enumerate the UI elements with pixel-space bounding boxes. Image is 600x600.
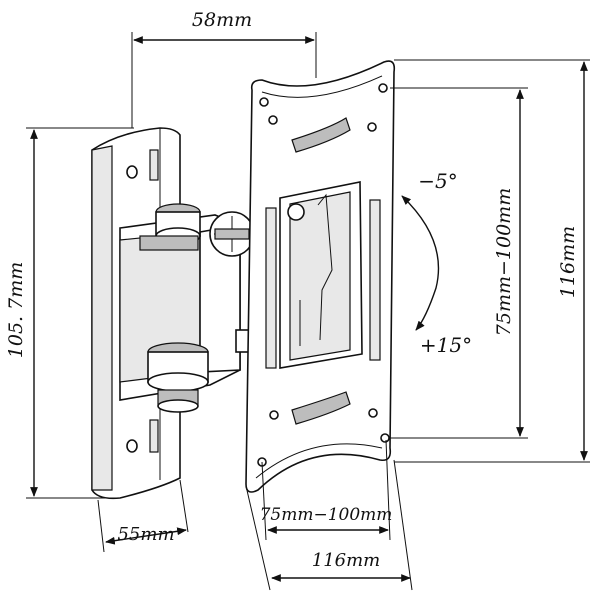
dim-plate-height-label: 116mm xyxy=(557,226,579,298)
dimension-lines xyxy=(26,32,590,591)
vesa-plate xyxy=(245,60,396,493)
dim-top-width-label: 58mm xyxy=(192,9,252,31)
swivel-arm xyxy=(119,203,255,413)
dim-wall-plate-width-label: 55mm xyxy=(117,524,174,545)
dim-vesa-vertical-label: 75mm−100mm xyxy=(493,188,515,336)
tilt-up-label: −5° xyxy=(418,169,457,193)
tilt-down-label: +15° xyxy=(420,333,472,357)
dim-vesa-horizontal-label: 75mm−100mm xyxy=(260,505,393,525)
dim-plate-width-label: 116mm xyxy=(312,550,381,571)
dim-wall-plate-height-label: 105. 7mm xyxy=(5,262,27,358)
